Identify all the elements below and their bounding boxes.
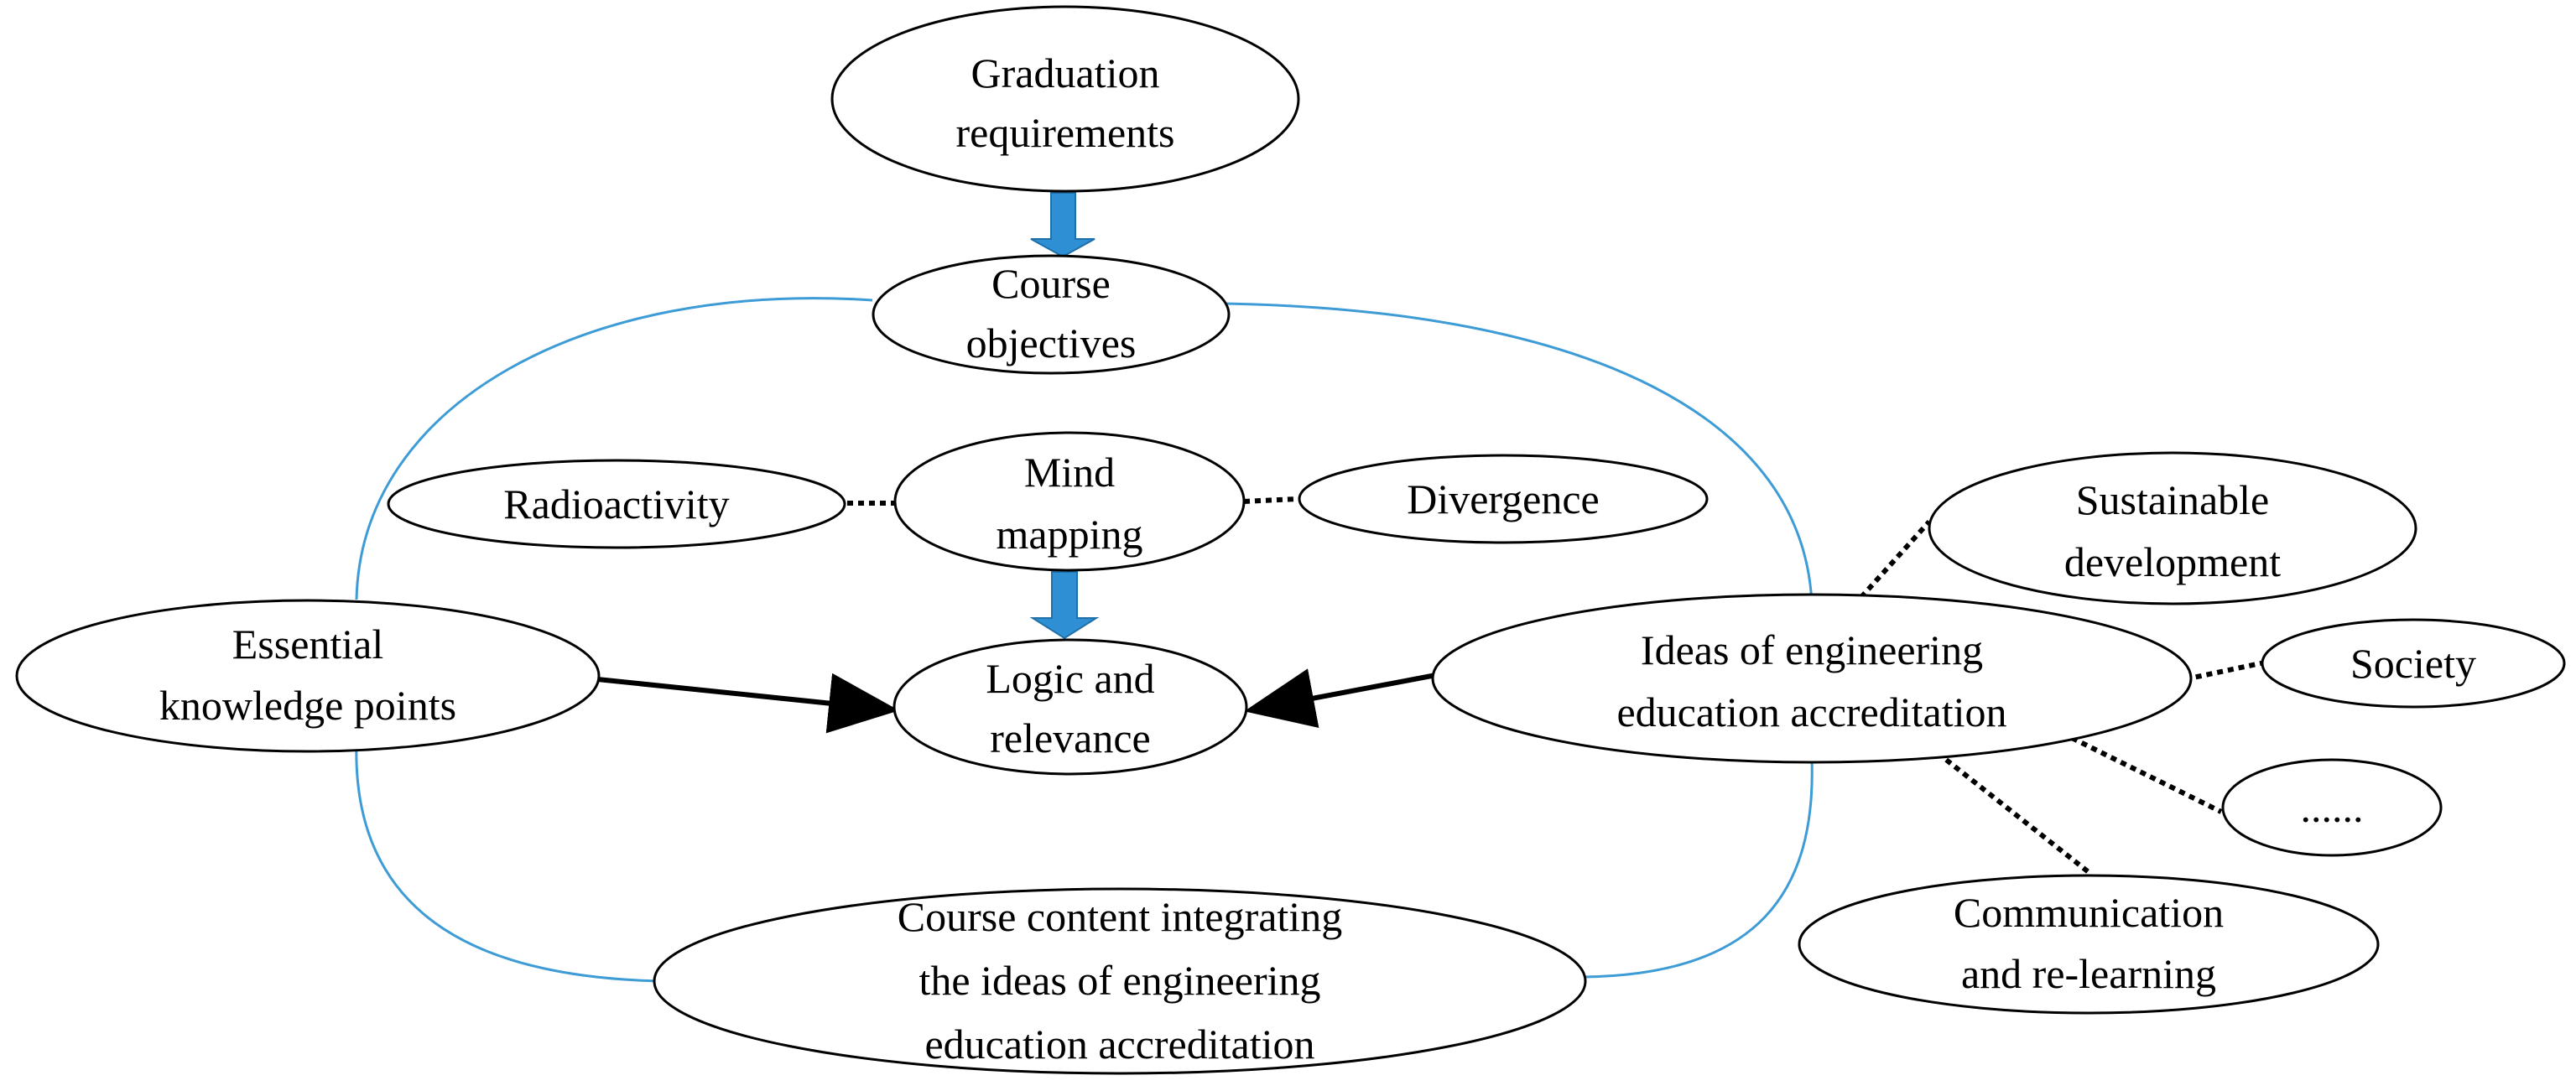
node-communication-ellipse	[1798, 874, 2380, 1015]
node-ellipsis: ......	[2221, 758, 2443, 857]
node-course-objectives-line-2: objectives	[966, 320, 1137, 366]
node-ellipsis-ellipse	[2221, 758, 2443, 857]
node-essential-knowledge-points-ellipse	[15, 599, 601, 753]
node-course-objectives-line-1: Course	[991, 260, 1111, 307]
node-communication-line-2: and re-learning	[1961, 950, 2216, 997]
node-logic-and-relevance-ellipse	[892, 638, 1248, 776]
dotted-connectors	[847, 496, 2266, 875]
node-divergence-label: Divergence	[1407, 475, 1600, 522]
node-ideas-of-engineering: Ideas of engineering education accredita…	[1431, 593, 2193, 764]
node-course-content-line-2: the ideas of engineering	[919, 957, 1321, 1004]
arrow-ideas-to-logic	[1244, 668, 1437, 729]
node-radioactivity: Radioactivity	[387, 459, 846, 549]
node-ellipsis-label: ......	[2301, 784, 2364, 831]
node-sustainable-development: Sustainable development	[1928, 451, 2417, 605]
dotted-ideas-ellipsis	[2070, 735, 2223, 814]
node-course-objectives-ellipse	[872, 254, 1231, 375]
node-radioactivity-label: Radioactivity	[503, 481, 729, 527]
block-arrow-mind-to-logic	[1029, 571, 1100, 640]
node-essential-knowledge-points-line-1: Essential	[232, 621, 384, 668]
node-graduation-requirements-line-2: requirements	[955, 109, 1174, 156]
node-radioactivity-ellipse	[387, 459, 846, 549]
node-graduation-requirements-ellipse	[830, 5, 1300, 193]
node-sustainable-development-line-2: development	[2064, 538, 2281, 585]
loop-arc-bottom-right	[1576, 758, 1814, 979]
dotted-ideas-communication	[1936, 751, 2090, 875]
node-mind-mapping: Mind mapping	[893, 431, 1246, 572]
solid-arrows	[596, 668, 1437, 734]
node-communication-line-1: Communication	[1954, 889, 2224, 936]
node-mind-mapping-ellipse	[893, 431, 1246, 572]
dotted-mind-divergence	[1243, 496, 1298, 504]
node-course-content-ellipse	[653, 887, 1587, 1075]
node-ideas-of-engineering-line-1: Ideas of engineering	[1641, 626, 1983, 673]
node-society-ellipse	[2261, 618, 2566, 709]
node-graduation-requirements: Graduation requirements	[830, 5, 1300, 193]
node-course-content-line-3: education accreditation	[924, 1021, 1314, 1068]
node-course-objectives: Course objectives	[872, 254, 1231, 375]
node-ideas-of-engineering-line-2: education accreditation	[1616, 688, 2006, 735]
block-arrow-graduation-to-objectives	[1030, 192, 1095, 258]
loop-connector	[355, 297, 1814, 983]
node-logic-and-relevance-line-2: relevance	[990, 714, 1151, 761]
node-divergence: Divergence	[1298, 454, 1709, 544]
node-mind-mapping-line-2: mapping	[997, 511, 1143, 558]
dotted-ideas-sustainable	[1851, 519, 1932, 608]
node-course-content-line-1: Course content integrating	[898, 893, 1342, 940]
node-communication: Communication and re-learning	[1798, 874, 2380, 1015]
loop-arc-top-left	[355, 297, 873, 600]
node-ideas-of-engineering-ellipse	[1431, 593, 2193, 764]
block-arrows	[1029, 192, 1100, 640]
node-society-label: Society	[2350, 640, 2476, 687]
node-essential-knowledge-points: Essential knowledge points	[15, 599, 601, 753]
node-course-content: Course content integrating the ideas of …	[653, 887, 1587, 1075]
node-sustainable-development-ellipse	[1928, 451, 2417, 605]
loop-arc-top-right	[1224, 302, 1814, 605]
node-society: Society	[2261, 618, 2566, 709]
node-graduation-requirements-line-1: Graduation	[971, 49, 1160, 96]
node-sustainable-development-line-1: Sustainable	[2076, 476, 2270, 523]
node-logic-and-relevance-line-1: Logic and	[986, 655, 1154, 702]
loop-arc-bottom-left	[355, 741, 664, 983]
arrow-knowledge-to-logic	[596, 673, 899, 734]
node-logic-and-relevance: Logic and relevance	[892, 638, 1248, 776]
nodes: Graduation requirements Course objective…	[15, 5, 2566, 1075]
dotted-ideas-society	[2184, 660, 2266, 682]
node-divergence-ellipse	[1298, 454, 1709, 544]
node-mind-mapping-line-1: Mind	[1024, 449, 1115, 496]
node-essential-knowledge-points-line-2: knowledge points	[159, 682, 456, 729]
